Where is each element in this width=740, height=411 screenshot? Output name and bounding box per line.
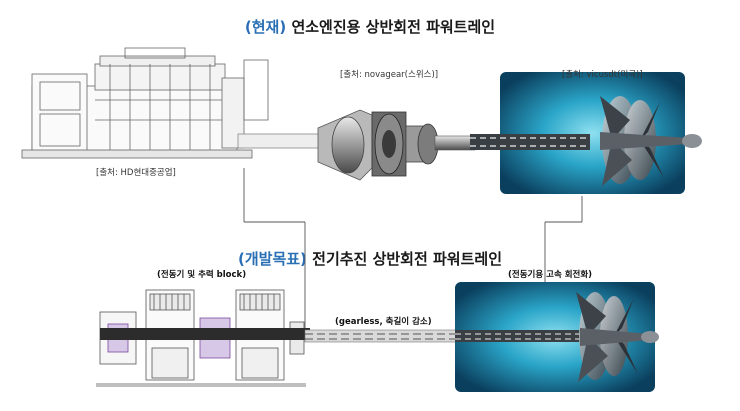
bottom-shaft-water [455, 330, 590, 342]
contra-rotating-propeller-bottom [576, 292, 659, 382]
source-propeller: [출처: vicusdt(미국)] [562, 70, 643, 80]
label-motor-block: (전동기 및 추력 block) [157, 270, 247, 280]
water-background-top [500, 72, 685, 194]
label-high-speed-rotation: (전동기용 고속 회전화) [508, 270, 593, 280]
top-shaft [470, 134, 590, 150]
target-title-text: 전기추진 상반회전 파워트레인 [306, 250, 502, 268]
target-title-tag: (개발목표) [238, 250, 307, 268]
label-gearless-shaft: (gearless, 축길이 감소) [335, 317, 432, 327]
contra-rotating-propeller-top [600, 96, 702, 186]
current-title-text: 연소엔진용 상반회전 파워트레인 [286, 18, 496, 36]
source-gear: [출처: novagear(스위스)] [340, 70, 439, 80]
current-title-tag: (현재) [244, 18, 287, 36]
source-engine: [출처: HD현대중공업] [96, 168, 176, 178]
target-title: (개발목표) 전기추진 상반회전 파워트레인 [0, 248, 740, 269]
comparison-guide-lines [243, 168, 583, 330]
current-title: (현재) 연소엔진용 상반회전 파워트레인 [0, 16, 740, 37]
diesel-engine-drawing [21, 47, 269, 159]
contra-rotating-gearbox [317, 109, 476, 181]
